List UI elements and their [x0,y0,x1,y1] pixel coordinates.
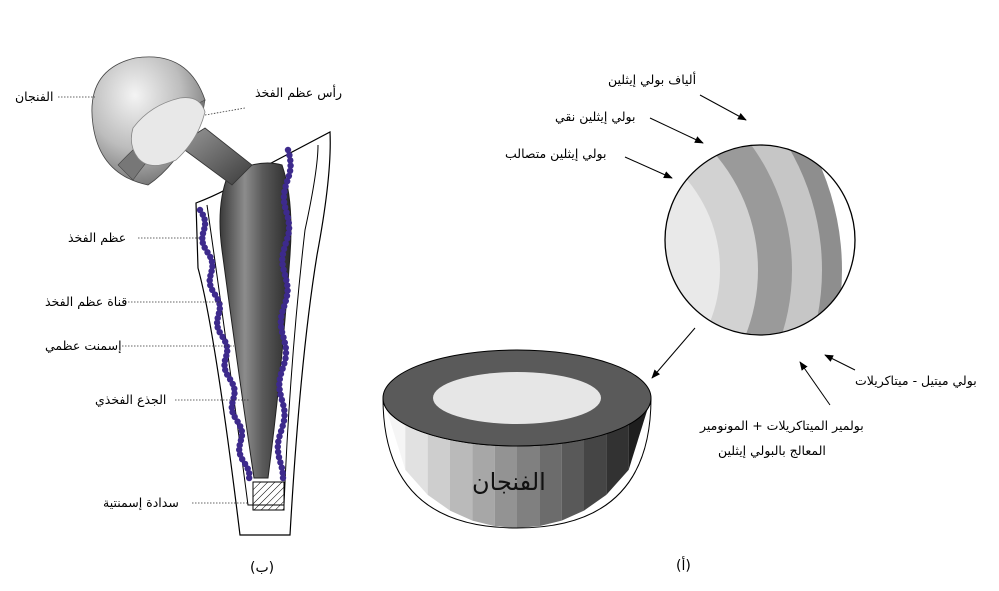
label-cup-b: الفنجان [15,89,53,104]
label-femoral-canal: قناة عظم الفخذ [45,294,127,310]
label-femoral-head: رأس عظم الفخذ [255,84,342,101]
cement-plug [253,482,284,510]
label-polymer-line2: المعالج بالبولي إيثلين [718,443,826,459]
cement-dot [280,475,286,481]
cement-dot [276,433,282,439]
label-pe-fibers: ألياف بولي إيثلين [608,71,696,88]
hip-prosthesis-figure: الفنجان رأس عظم الفخذ عظم الفخذ قناة عظم… [15,57,342,576]
caption-a: (أ) [676,556,691,574]
cement-dot [246,475,252,481]
cup-bowl: الفنجان [383,350,651,528]
label-femoral-stem: الجذع الفخذي [95,392,166,407]
cement-dot [282,183,288,189]
label-cement-plug: سدادة إسمنتية [103,495,179,510]
cup-layers-figure: الفنجان ألياف بولي إيثلين بولي إيثلين نق… [318,8,977,574]
cup-bowl-inner [433,372,601,424]
caption-b: (ب) [250,560,274,576]
magnify-arrow [652,328,695,378]
label-pure-pe: بولي إيثلين نقي [555,109,635,125]
label-crosslinked-pe: بولي إيثلين متصالب [505,146,606,162]
cup-bowl-title: الفنجان [472,468,546,496]
label-polymer-line1: بولمير الميتاكريلات + المونومير [699,418,864,434]
label-femur: عظم الفخذ [68,230,126,246]
label-pmma: بولي ميتيل - ميتاكريلات [855,373,977,389]
label-bone-cement: إسمنت عظمي [45,338,122,353]
